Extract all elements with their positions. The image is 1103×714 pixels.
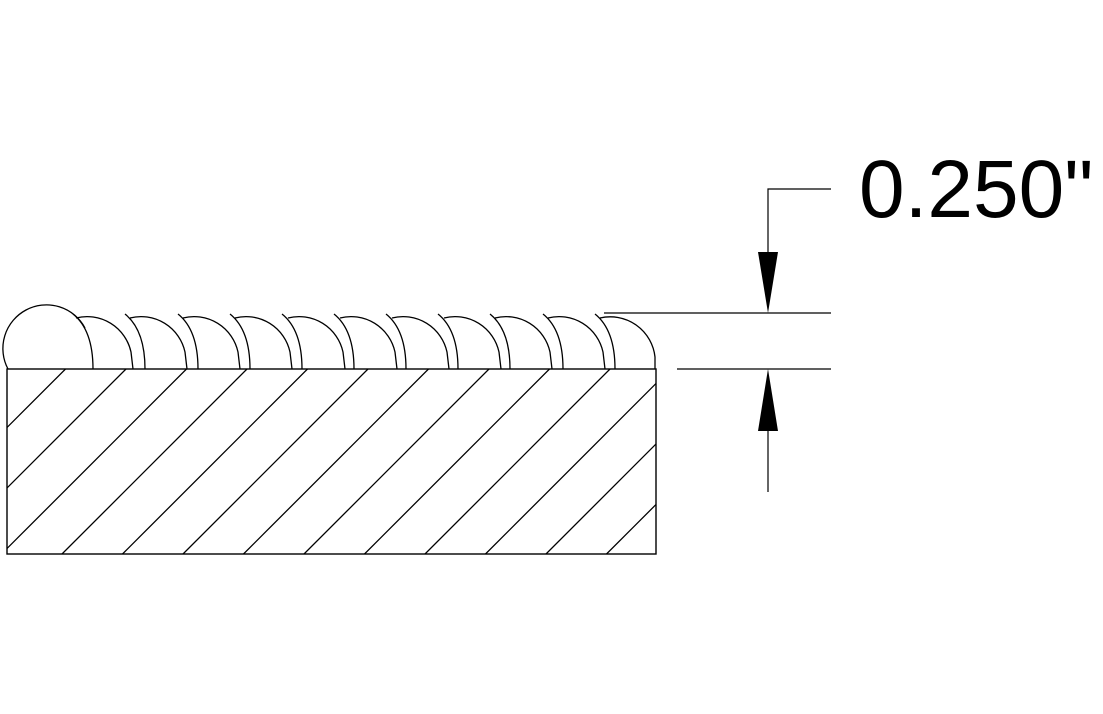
hatch-line — [303, 369, 490, 554]
base-plate — [0, 368, 1034, 555]
base-plate-outline — [6, 368, 657, 555]
weld-bead — [494, 315, 553, 370]
hatch-line — [7, 369, 127, 489]
weld-bead-overlap — [72, 313, 94, 370]
hatch-line — [122, 369, 308, 554]
weld-bead-overlap — [177, 313, 199, 370]
weld-bead — [599, 316, 656, 369]
weld-bead — [129, 315, 188, 370]
weld-bead — [287, 315, 346, 370]
hatch-line — [182, 369, 369, 554]
weld-bead-overlap — [489, 313, 511, 370]
weld-bead — [75, 315, 134, 370]
hatch-line — [7, 369, 66, 429]
weld-bead — [443, 315, 502, 370]
dimension-leader-upper — [767, 188, 831, 255]
hatch-line — [61, 369, 248, 554]
hatch-line — [364, 369, 550, 554]
weld-bead-overlap — [333, 313, 355, 370]
hatch-line — [728, 369, 913, 554]
hatch-line — [485, 382, 656, 554]
weld-bead — [547, 315, 606, 370]
weld-bead — [2, 304, 86, 370]
dimension-arrow-up — [758, 369, 778, 431]
weld-bead-overlap — [594, 313, 616, 370]
weld-beads — [2, 304, 656, 370]
hatch-line — [243, 369, 429, 554]
weld-bead-overlap — [124, 313, 146, 370]
weld-bead-overlap — [229, 313, 251, 370]
dimension-arrow-down — [758, 252, 778, 313]
weld-bead — [234, 315, 293, 370]
weld-bead-overlap — [385, 313, 407, 370]
weld-bead-overlap — [437, 313, 459, 370]
hatch-line — [788, 369, 973, 554]
weld-bead-overlap — [281, 313, 303, 370]
hatch-line — [545, 443, 656, 554]
weld-bead — [182, 315, 241, 370]
hatch-line — [0, 369, 5, 554]
hatch-line — [849, 369, 1034, 554]
weld-bead-overlap — [542, 313, 564, 370]
dimension-label: 0.250" — [859, 144, 1093, 235]
hatch-line — [606, 503, 656, 554]
weld-bead — [391, 315, 450, 370]
weld-bead — [339, 315, 398, 370]
section-hatching — [0, 369, 1034, 554]
hatch-line — [424, 369, 611, 554]
hatch-line — [667, 369, 852, 554]
hatch-line — [7, 369, 187, 550]
